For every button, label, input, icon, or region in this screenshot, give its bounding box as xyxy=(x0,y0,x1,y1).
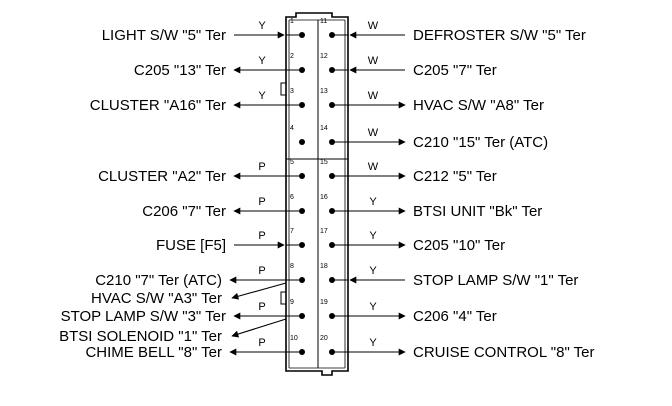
wire-color-label: P xyxy=(258,230,265,242)
terminal-label: STOP LAMP S/W "1" Ter xyxy=(413,272,578,289)
wire-color-label: Y xyxy=(369,230,377,242)
pin-20: 20 Y CRUISE CONTROL "8" Ter xyxy=(320,335,595,361)
pin-dot xyxy=(299,139,305,145)
pin-number: 14 xyxy=(320,125,328,132)
pin-number: 5 xyxy=(290,159,294,166)
terminal-label: DEFROSTER S/W "5" Ter xyxy=(413,27,586,44)
pin-15: 15 W C212 "5" Ter xyxy=(320,159,497,185)
terminal-label: HVAC S/W "A8" Ter xyxy=(413,97,544,114)
pin-number: 16 xyxy=(320,194,328,201)
pin-17: 17 Y C205 "10" Ter xyxy=(320,228,505,254)
pin-6: 6 P C206 "7" Ter xyxy=(142,194,305,220)
connector-outline xyxy=(285,12,349,376)
pin-number: 20 xyxy=(320,335,328,342)
terminal-label: C205 "7" Ter xyxy=(413,62,497,79)
pin-number: 3 xyxy=(290,88,294,95)
pin-12: 12 W C205 "7" Ter xyxy=(320,53,497,79)
pin-5: 5 P CLUSTER "A2" Ter xyxy=(98,159,305,185)
pin-number: 19 xyxy=(320,299,328,306)
wire-color-label: W xyxy=(368,127,379,139)
pin-number: 6 xyxy=(290,194,294,201)
latch-lower xyxy=(280,291,287,305)
pin-number: 1 xyxy=(290,18,294,25)
wire-color-label: Y xyxy=(258,20,266,32)
wire-color-label: Y xyxy=(369,265,377,277)
terminal-label: C206 "4" Ter xyxy=(413,308,497,325)
pin-number: 17 xyxy=(320,228,328,235)
terminal-label: LIGHT S/W "5" Ter xyxy=(102,27,226,44)
pin-number: 12 xyxy=(320,53,328,60)
wire-color-label: Y xyxy=(258,55,266,67)
terminal-label: C205 "13" Ter xyxy=(134,62,226,79)
pin-18: 18 Y STOP LAMP S/W "1" Ter xyxy=(320,263,578,289)
wire-color-label: Y xyxy=(258,90,266,102)
terminal-label: FUSE [F5] xyxy=(156,237,226,254)
pin-11: 11 W DEFROSTER S/W "5" Ter xyxy=(320,18,586,44)
pin-10: 10 P CHIME BELL "8" Ter xyxy=(85,335,305,361)
pin-14: 14 W C210 "15" Ter (ATC) xyxy=(320,125,548,151)
pin-2: 2 Y C205 "13" Ter xyxy=(134,53,305,79)
wire-color-label: W xyxy=(368,20,379,32)
terminal-label: CRUISE CONTROL "8" Ter xyxy=(413,344,595,361)
pin-number: 9 xyxy=(290,299,294,306)
connector-body xyxy=(280,12,349,376)
wire-color-label: W xyxy=(368,55,379,67)
wire-color-label: Y xyxy=(369,196,377,208)
pin-8: 8 P C210 "7" Ter (ATC) xyxy=(95,263,305,289)
pin-13: 13 W HVAC S/W "A8" Ter xyxy=(320,88,544,114)
pin-number: 11 xyxy=(320,18,327,25)
terminal-label: C205 "10" Ter xyxy=(413,237,505,254)
pin-number: 4 xyxy=(290,125,294,132)
wire-color-label: W xyxy=(368,90,379,102)
wire-color-label: P xyxy=(258,161,265,173)
wire-color-label: Y xyxy=(369,301,377,313)
wire-color-label: P xyxy=(258,265,265,277)
terminal-label: CHIME BELL "8" Ter xyxy=(85,344,222,361)
wire-color-label: Y xyxy=(369,337,377,349)
pin-3: 3 Y CLUSTER "A16" Ter xyxy=(90,88,305,114)
pin-number: 15 xyxy=(320,159,328,166)
branch-9: BTSI SOLENOID "1" Ter xyxy=(59,318,287,345)
terminal-label: C212 "5" Ter xyxy=(413,168,497,185)
pin-number: 13 xyxy=(320,88,328,95)
pin-9: 9 P STOP LAMP S/W "3" Ter xyxy=(61,299,305,325)
wire-color-label: P xyxy=(258,337,265,349)
terminal-label: BTSI SOLENOID "1" Ter xyxy=(59,328,222,345)
branch-arrow xyxy=(231,282,287,300)
pin-number: 8 xyxy=(290,263,294,270)
pin-number: 18 xyxy=(320,263,328,270)
pin-number: 2 xyxy=(290,53,294,60)
wire-color-label: P xyxy=(258,301,265,313)
wire-color-label: P xyxy=(258,196,265,208)
branch-8: HVAC S/W "A3" Ter xyxy=(91,282,287,307)
terminal-label: HVAC S/W "A3" Ter xyxy=(91,290,222,307)
pin-1: 1 Y LIGHT S/W "5" Ter xyxy=(102,18,305,44)
branch-arrow xyxy=(231,318,287,338)
pin-number: 10 xyxy=(290,335,298,342)
terminal-label: STOP LAMP S/W "3" Ter xyxy=(61,308,226,325)
terminal-label: CLUSTER "A16" Ter xyxy=(90,97,226,114)
pin-4: 4 xyxy=(290,125,305,145)
terminal-label: CLUSTER "A2" Ter xyxy=(98,168,226,185)
terminal-label: C210 "15" Ter (ATC) xyxy=(413,134,548,151)
pin-16: 16 Y BTSI UNIT "Bk" Ter xyxy=(320,194,542,220)
terminal-label: C206 "7" Ter xyxy=(142,203,226,220)
pin-19: 19 Y C206 "4" Ter xyxy=(320,299,497,325)
latch-upper xyxy=(280,82,287,96)
pin-number: 7 xyxy=(290,228,294,235)
pin-7: 7 P FUSE [F5] xyxy=(156,228,305,254)
wire-color-label: W xyxy=(368,161,379,173)
terminal-label: C210 "7" Ter (ATC) xyxy=(95,272,222,289)
terminal-label: BTSI UNIT "Bk" Ter xyxy=(413,203,542,220)
